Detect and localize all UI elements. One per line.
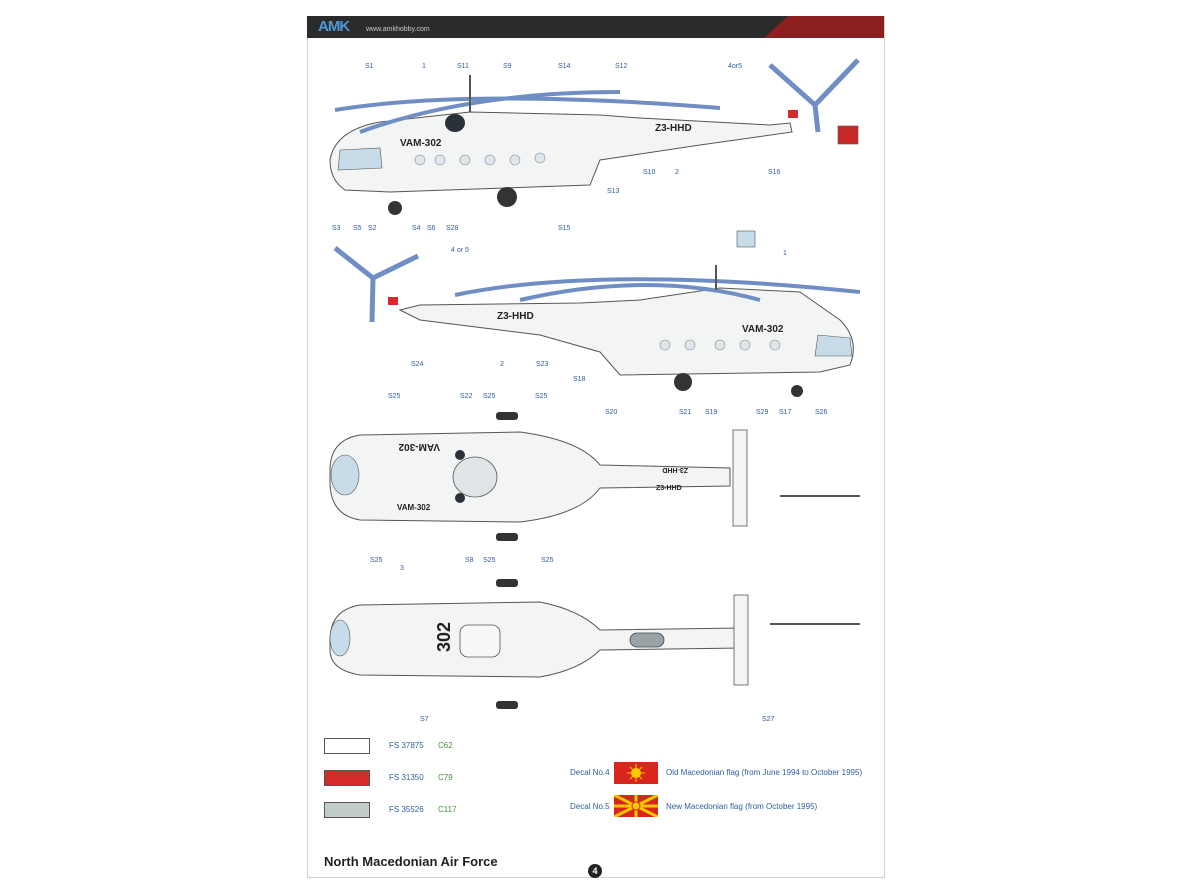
header-red-strip bbox=[764, 16, 884, 38]
legend-fs-red: FS 31350 bbox=[389, 773, 424, 782]
top-view: VAM-302 VAM-302 Z3-HHD Z3-HHD S25 S22 S2… bbox=[329, 393, 860, 564]
header-bar bbox=[307, 16, 884, 38]
svg-text:S29: S29 bbox=[756, 409, 769, 416]
legend-code-white: C62 bbox=[438, 741, 453, 750]
svg-text:S17: S17 bbox=[779, 409, 792, 416]
svg-text:S9: S9 bbox=[503, 63, 512, 70]
svg-text:S5: S5 bbox=[353, 225, 362, 232]
color-swatch-grey bbox=[324, 802, 370, 818]
svg-text:2: 2 bbox=[675, 169, 679, 176]
legend-fs-grey: FS 35526 bbox=[389, 805, 424, 814]
top-tail-reg: Z3-HHD bbox=[656, 485, 682, 492]
side1-red-swatch bbox=[837, 125, 859, 145]
svg-text:S24: S24 bbox=[411, 361, 424, 368]
top-labels: S25 S22 S25 S25 S25 S8 S25 S25 bbox=[370, 393, 554, 564]
svg-text:S11: S11 bbox=[457, 63, 469, 70]
svg-text:S15: S15 bbox=[558, 225, 571, 232]
svg-text:S25: S25 bbox=[541, 557, 554, 564]
side1-labels: S1 1 S11 S9 S14 S12 4or5 S10 2 S16 S13 S… bbox=[332, 63, 781, 232]
svg-text:S14: S14 bbox=[558, 63, 571, 70]
side2-tail-rotor bbox=[333, 246, 420, 323]
svg-text:S26: S26 bbox=[815, 409, 828, 416]
svg-text:S4: S4 bbox=[412, 225, 421, 232]
svg-text:S6: S6 bbox=[427, 225, 436, 232]
svg-text:4 or 5: 4 or 5 bbox=[451, 247, 469, 254]
svg-text:S21: S21 bbox=[679, 409, 692, 416]
side1-nose-reg: VAM-302 bbox=[400, 138, 442, 149]
old-macedonian-flag bbox=[614, 762, 658, 784]
svg-text:4or5: 4or5 bbox=[728, 63, 742, 70]
svg-text:S1: S1 bbox=[365, 63, 374, 70]
new-macedonian-flag bbox=[614, 795, 658, 817]
svg-text:S3: S3 bbox=[332, 225, 341, 232]
svg-text:S12: S12 bbox=[615, 63, 628, 70]
decal-5-number: Decal No.5 bbox=[570, 802, 610, 811]
svg-text:1: 1 bbox=[422, 63, 426, 70]
svg-text:S13: S13 bbox=[607, 188, 620, 195]
svg-text:S8: S8 bbox=[465, 557, 474, 564]
side1-tail-rotor bbox=[768, 58, 860, 133]
side2-nose-reg: VAM-302 bbox=[742, 324, 784, 335]
top-reg-inverted: VAM-302 bbox=[398, 441, 440, 452]
svg-text:S25: S25 bbox=[483, 557, 496, 564]
brand-url: www.amkhobby.com bbox=[366, 26, 430, 33]
svg-text:S18: S18 bbox=[573, 376, 586, 383]
top-tail-reg-inverted: Z3-HHD bbox=[662, 466, 688, 473]
side-view-right: Z3-HHD VAM-302 4 or 5 1 S24 2 S23 S18 S2… bbox=[333, 230, 861, 416]
svg-text:S25: S25 bbox=[483, 393, 496, 400]
color-swatch-white bbox=[324, 738, 370, 754]
decal-4-text: Old Macedonian flag (from June 1994 to O… bbox=[666, 768, 863, 777]
svg-text:1: 1 bbox=[783, 250, 787, 257]
svg-text:S25: S25 bbox=[388, 393, 401, 400]
side1-intake bbox=[445, 114, 465, 132]
svg-text:S25: S25 bbox=[535, 393, 548, 400]
top-reg: VAM-302 bbox=[397, 503, 431, 512]
svg-text:S23: S23 bbox=[536, 361, 549, 368]
svg-text:S28: S28 bbox=[446, 225, 459, 232]
svg-text:S25: S25 bbox=[370, 557, 383, 564]
bottom-labels: 3 S7 S27 bbox=[400, 565, 775, 723]
page-number: 4 bbox=[588, 864, 602, 878]
svg-text:S16: S16 bbox=[768, 169, 781, 176]
side2-tail-reg: Z3-HHD bbox=[497, 311, 534, 322]
color-swatch-red bbox=[324, 770, 370, 786]
svg-text:S7: S7 bbox=[420, 716, 429, 723]
svg-text:S27: S27 bbox=[762, 716, 775, 723]
svg-text:S2: S2 bbox=[368, 225, 377, 232]
svg-text:2: 2 bbox=[500, 361, 504, 368]
bottom-reg: 302 bbox=[434, 622, 454, 652]
side2-blue-swatch bbox=[736, 230, 756, 248]
side1-tail-reg: Z3-HHD bbox=[655, 123, 692, 134]
decal-4-number: Decal No.4 bbox=[570, 768, 610, 777]
legend-code-grey: C117 bbox=[438, 805, 457, 814]
svg-text:S10: S10 bbox=[643, 169, 656, 176]
svg-text:S22: S22 bbox=[460, 393, 473, 400]
footer-title: North Macedonian Air Force bbox=[324, 854, 498, 869]
bottom-view: 302 3 S7 S27 bbox=[329, 565, 860, 723]
brand-logo: AMK bbox=[318, 18, 350, 35]
legend-fs-white: FS 37875 bbox=[389, 741, 424, 750]
svg-text:S19: S19 bbox=[705, 409, 718, 416]
decal-5-text: New Macedonian flag (from October 1995) bbox=[666, 802, 818, 811]
side-view-left: VAM-302 Z3-HHD S1 1 S11 S9 S14 S12 4or5 … bbox=[329, 58, 860, 232]
side2-labels: 4 or 5 1 S24 2 S23 S18 S20 S21 S19 S29 S… bbox=[411, 247, 828, 416]
svg-text:3: 3 bbox=[400, 565, 404, 572]
svg-text:S20: S20 bbox=[605, 409, 618, 416]
legend-code-red: C79 bbox=[438, 773, 453, 782]
